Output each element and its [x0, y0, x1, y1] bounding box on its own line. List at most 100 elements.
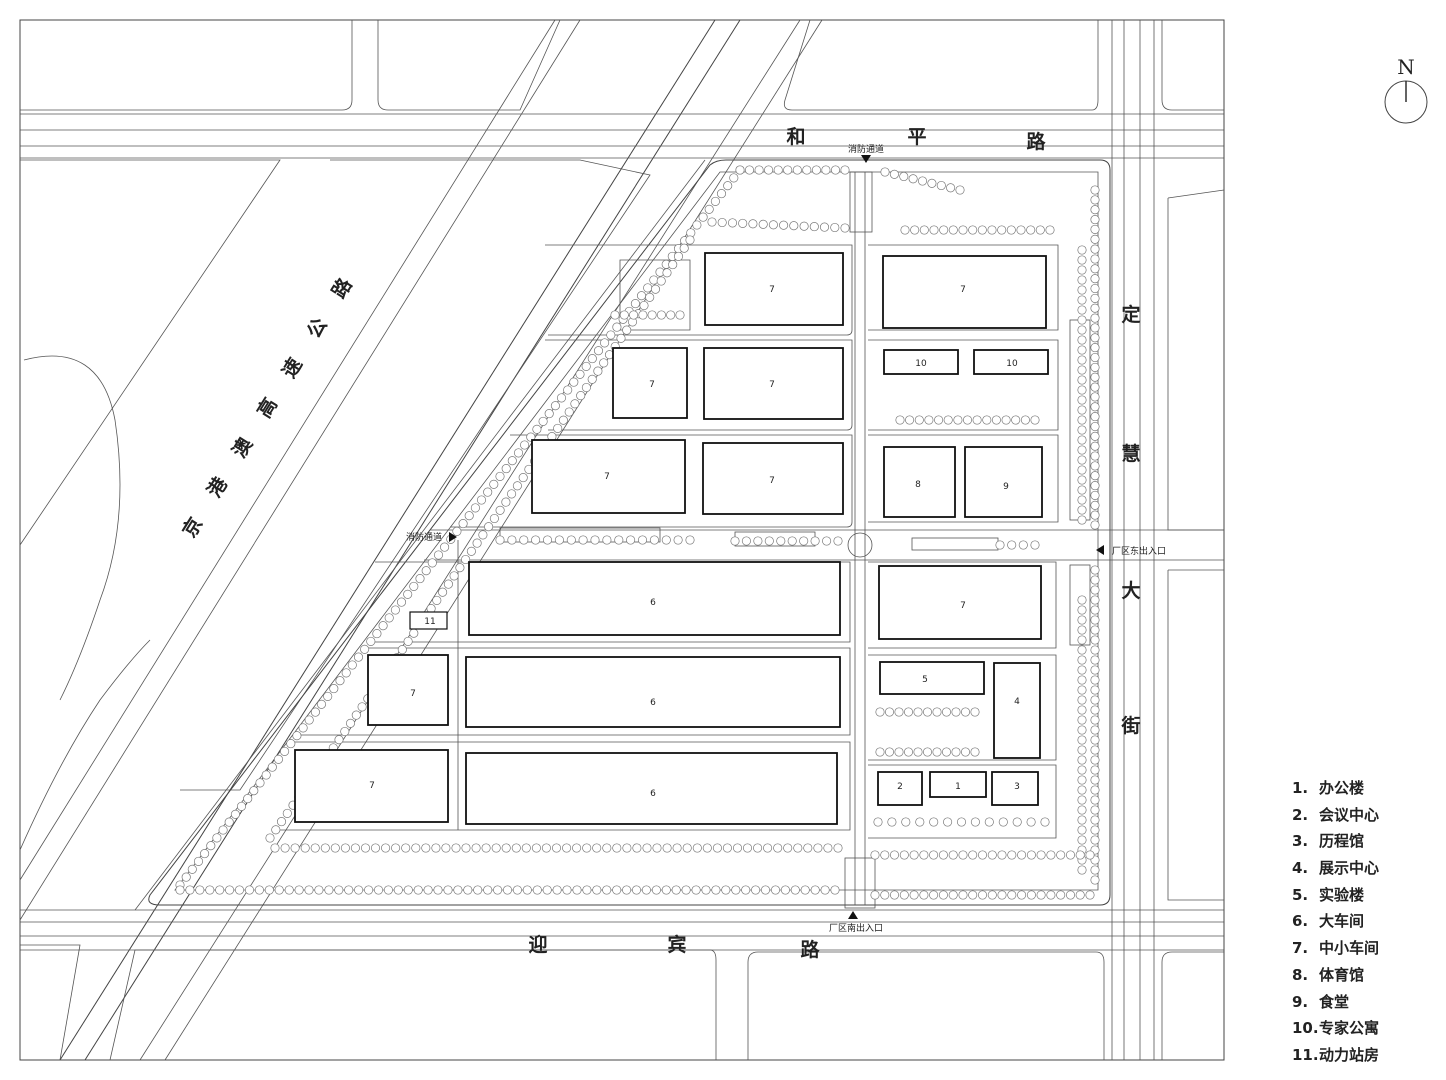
tree-icon [421, 566, 431, 576]
tree-icon [265, 833, 275, 843]
building-workshop-7 [612, 347, 688, 419]
tree-icon [1090, 835, 1100, 845]
tree-icon [830, 222, 840, 233]
tree-icon [753, 536, 763, 546]
tree-icon [880, 167, 890, 177]
tree-icon [206, 841, 216, 851]
tree-icon [570, 399, 580, 409]
tree-icon [538, 416, 548, 426]
road-name-south: 迎 [528, 933, 547, 956]
arrow-right-icon [449, 532, 457, 542]
tree-icon [1077, 495, 1087, 505]
tree-icon [511, 843, 521, 853]
legend-item: 7.中小车间 [1292, 935, 1379, 962]
tree-icon [581, 382, 591, 393]
tree-icon [650, 284, 661, 294]
tree-icon [329, 684, 339, 694]
building-number: 2 [897, 782, 903, 792]
tree-icon [662, 268, 672, 278]
tree-icon [968, 850, 978, 860]
tree-icon [1026, 890, 1036, 900]
tree-icon [587, 374, 597, 384]
tree-icon [1090, 264, 1100, 274]
tree-icon [1090, 441, 1100, 451]
tree-icon [1090, 195, 1100, 205]
tree-icon [612, 322, 622, 332]
tree-icon [958, 850, 968, 860]
tree-icon [225, 885, 235, 895]
tree-icon [1090, 745, 1100, 755]
legend-label: 展示中心 [1319, 859, 1380, 878]
tree-icon [1077, 455, 1087, 465]
tree-icon [1077, 255, 1087, 265]
tree-icon [619, 310, 629, 320]
tree-icon [280, 843, 290, 853]
legend-number: 6. [1292, 912, 1309, 931]
tree-icon [701, 885, 711, 895]
tree-icon [1030, 540, 1040, 550]
tree-icon [218, 825, 228, 835]
tree-icon [943, 415, 953, 425]
tree-icon [666, 310, 676, 320]
tree-icon [466, 546, 476, 556]
tree-icon [1077, 755, 1087, 765]
tree-icon [810, 536, 820, 546]
tree-icon [631, 885, 642, 895]
arrow-down-icon [861, 155, 871, 163]
tree-icon [919, 890, 929, 900]
building-history-3 [991, 771, 1039, 806]
tree-icon [1007, 850, 1017, 860]
tree-icon [483, 487, 493, 497]
tree-icon [1090, 215, 1100, 225]
tree-icon [773, 165, 783, 175]
building-number: 1 [955, 782, 961, 792]
tree-icon [741, 885, 751, 895]
tree-icon [491, 843, 501, 853]
tree-icon [1077, 835, 1087, 845]
tree-icon [1026, 850, 1036, 860]
tree-icon [433, 885, 443, 895]
tree-icon [661, 535, 671, 545]
tree-icon [1090, 725, 1100, 735]
tree-icon [1090, 635, 1100, 645]
tree-icon [463, 885, 473, 895]
tree-icon [641, 885, 651, 895]
tree-icon [316, 699, 327, 709]
tree-icon [185, 885, 195, 895]
legend-number: 4. [1292, 859, 1309, 878]
road-name-east: 大 [1121, 579, 1140, 602]
tree-icon [249, 786, 259, 796]
tree-icon [629, 310, 639, 320]
tree-icon [662, 843, 672, 853]
tree-icon [899, 171, 909, 182]
tree-icon [347, 660, 357, 670]
legend-item: 5.实验楼 [1292, 882, 1379, 909]
tree-icon [532, 424, 542, 434]
tree-icon [1077, 725, 1087, 735]
tree-icon [960, 707, 971, 717]
tree-icon [943, 817, 953, 827]
tree-icon [1090, 224, 1100, 234]
tree-icon [449, 571, 459, 581]
tree-icon [334, 735, 344, 745]
north-arrow: N [1384, 55, 1428, 124]
tree-icon [195, 885, 205, 895]
tree-icon [948, 890, 958, 900]
tree-icon [320, 843, 330, 853]
tree-icon [397, 645, 407, 655]
tree-icon [495, 471, 505, 481]
tree-icon [438, 587, 448, 597]
tree-icon [899, 850, 909, 860]
tree-icon [1090, 362, 1100, 372]
tree-icon [758, 219, 768, 229]
tree-icon [553, 423, 563, 433]
tree-icon [360, 843, 371, 853]
tree-icon [572, 885, 582, 895]
tree-icon [938, 890, 948, 900]
tree-icon [409, 581, 419, 591]
tree-icon [1090, 333, 1100, 343]
legend-label: 实验楼 [1319, 885, 1365, 904]
tree-icon [929, 850, 939, 860]
legend-item: 3.历程馆 [1292, 828, 1379, 855]
tree-icon [470, 503, 480, 513]
